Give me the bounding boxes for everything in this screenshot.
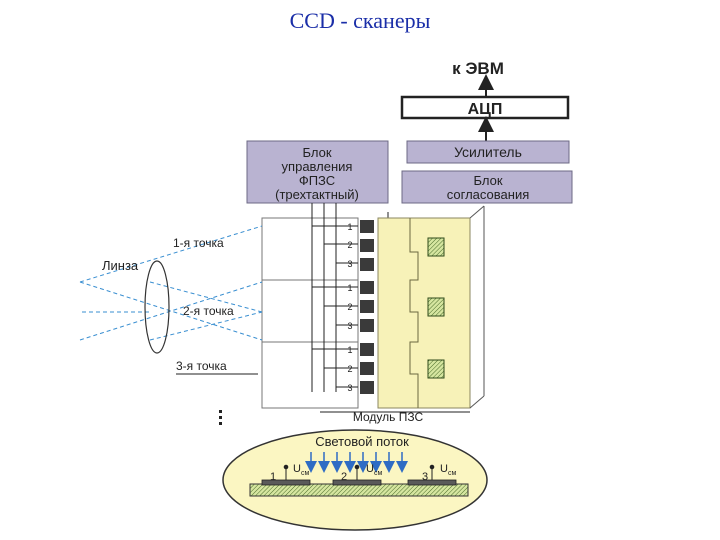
control-bus-lines [311, 203, 389, 392]
slide-title: CCD - сканеры [289, 8, 431, 33]
light-arrows [305, 452, 408, 473]
phase-label: 3 [347, 383, 352, 393]
to-computer-label: к ЭВМ [452, 59, 504, 78]
module-label: Модуль ПЗС [353, 410, 424, 424]
phase-label: 2 [347, 364, 352, 374]
electrode-label: 2 [341, 471, 347, 483]
phase-label: 1 [347, 222, 352, 232]
control-block-label-3: ФПЗС [299, 173, 335, 188]
electrode-label: 1 [270, 471, 276, 483]
matching-block-box [401, 170, 573, 204]
matching-block-label-2: согласования [447, 187, 530, 202]
pixel-frame [261, 217, 359, 409]
amplifier-box [406, 140, 570, 164]
voltage-subscript: см [374, 470, 383, 477]
module-side-line [469, 205, 485, 219]
module-side-line [469, 395, 485, 409]
voltage-leads [283, 464, 435, 480]
phase-taps [312, 225, 358, 388]
voltage-subscript: см [301, 470, 310, 477]
voltage-label: Uсм [440, 463, 456, 477]
point-1-label: 1-я точка [173, 236, 224, 250]
continuation-dots [219, 410, 222, 425]
phase-label: 1 [347, 345, 352, 355]
voltage-symbol: U [366, 463, 374, 475]
voltage-symbol: U [293, 463, 301, 475]
phase-label: 3 [347, 259, 352, 269]
phase-label: 2 [347, 302, 352, 312]
optical-rays [79, 225, 263, 341]
lens-label: Линза [102, 258, 139, 273]
phase-electrodes [360, 220, 374, 394]
voltage-symbol: U [440, 463, 448, 475]
adc-label: АЦП [468, 101, 503, 118]
phase-label: 1 [347, 283, 352, 293]
ccd-module-body [377, 217, 471, 409]
control-block-label-1: Блок [302, 145, 331, 160]
phase-label: 3 [347, 321, 352, 331]
ccd-profile [409, 218, 419, 408]
voltage-label: Uсм [366, 463, 382, 477]
point-2-label: 2-я точка [183, 304, 234, 318]
charge-packets [427, 237, 445, 379]
lens-shape [144, 260, 170, 354]
control-block-box [246, 140, 389, 204]
amplifier-label: Усилитель [454, 144, 522, 160]
light-flux-label: Световой поток [315, 434, 409, 449]
control-block-label-2: управления [282, 159, 353, 174]
ccd-substrate [249, 483, 469, 497]
electrode-label: 3 [422, 471, 428, 483]
point-3-label: 3-я точка [176, 359, 227, 373]
voltage-label: Uсм [293, 463, 309, 477]
phase-label: 2 [347, 240, 352, 250]
voltage-subscript: см [448, 470, 457, 477]
matching-block-label-1: Блок [473, 173, 502, 188]
control-block-label-4: (трехтактный) [275, 187, 359, 202]
